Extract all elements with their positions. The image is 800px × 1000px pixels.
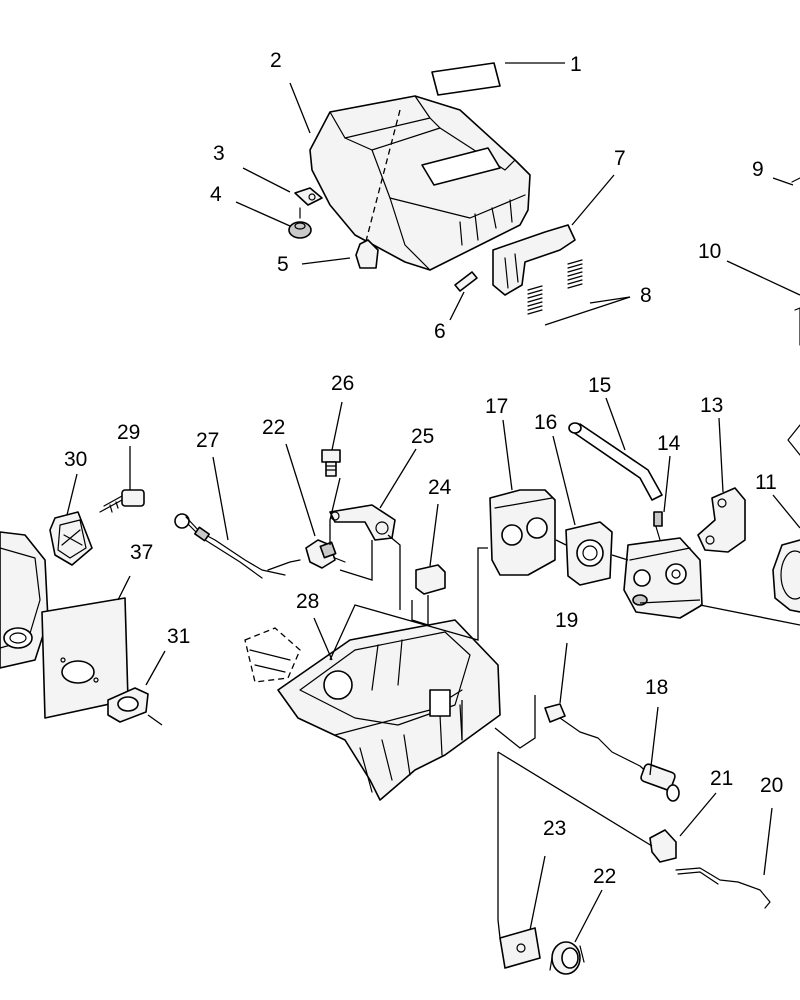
callout-16: 16 bbox=[534, 411, 557, 434]
part-37-exhaust bbox=[0, 531, 49, 669]
part-18-rod bbox=[559, 717, 680, 802]
callout-13: 13 bbox=[700, 394, 723, 417]
callout-23: 23 bbox=[543, 817, 566, 840]
callout-9: 9 bbox=[752, 158, 764, 181]
part-13-fitting bbox=[697, 487, 746, 553]
callout-29: 29 bbox=[117, 421, 140, 444]
part-14-carburetor bbox=[623, 511, 703, 619]
callout-10: 10 bbox=[698, 240, 721, 263]
callout-2: 2 bbox=[270, 49, 282, 72]
part-30-gasket bbox=[49, 511, 93, 566]
part-15-tube bbox=[568, 422, 663, 501]
part-31-gasket bbox=[107, 687, 149, 723]
callout-22a: 22 bbox=[262, 416, 285, 439]
callout-28: 28 bbox=[296, 590, 319, 613]
callout-11: 11 bbox=[755, 471, 777, 494]
part-22-nut bbox=[549, 941, 585, 975]
callout-numbers: 1 2 3 4 5 6 7 8 9 10 26 15 17 16 13 29 2… bbox=[64, 49, 783, 888]
part-37-plate bbox=[41, 597, 129, 719]
part-2-top-cover bbox=[309, 95, 531, 271]
callout-5: 5 bbox=[277, 253, 289, 276]
part-21-clip bbox=[649, 829, 677, 863]
callout-8: 8 bbox=[640, 284, 652, 307]
part-27-cable bbox=[174, 513, 301, 579]
part-8-springs bbox=[527, 259, 583, 315]
callout-4: 4 bbox=[210, 183, 222, 206]
callout-14: 14 bbox=[657, 432, 681, 455]
callout-15: 15 bbox=[588, 374, 611, 397]
part-3-clip bbox=[294, 187, 323, 206]
part-11-filter bbox=[772, 424, 800, 613]
part-22-connector bbox=[305, 539, 346, 569]
part-4-grommet bbox=[288, 207, 312, 239]
part-28-chassis bbox=[244, 619, 501, 801]
part-9-10-edge bbox=[791, 177, 800, 346]
part-1-decal bbox=[431, 62, 501, 96]
callout-18: 18 bbox=[645, 676, 668, 699]
part-17-intake bbox=[489, 489, 556, 576]
callout-19: 19 bbox=[555, 609, 578, 632]
callout-17: 17 bbox=[485, 395, 508, 418]
callout-6: 6 bbox=[434, 320, 446, 343]
callout-1: 1 bbox=[570, 53, 582, 76]
callout-7: 7 bbox=[614, 147, 626, 170]
part-7-bracket bbox=[492, 224, 576, 296]
part-16-gasket bbox=[565, 521, 613, 586]
part-26-bolt bbox=[321, 449, 341, 477]
part-25-bracket bbox=[329, 504, 396, 541]
callout-37: 37 bbox=[130, 541, 153, 564]
callout-22b: 22 bbox=[593, 865, 616, 888]
callout-25: 25 bbox=[411, 425, 434, 448]
part-24-block bbox=[415, 564, 446, 595]
callout-30: 30 bbox=[64, 448, 87, 471]
part-6-pin bbox=[454, 271, 478, 292]
callout-24: 24 bbox=[428, 476, 452, 499]
leader-lines bbox=[66, 62, 800, 943]
part-29-screw bbox=[99, 489, 145, 513]
callout-20: 20 bbox=[760, 774, 783, 797]
callout-31: 31 bbox=[167, 625, 190, 648]
part-20-rod bbox=[675, 867, 771, 909]
callout-21: 21 bbox=[710, 767, 733, 790]
callout-27: 27 bbox=[196, 429, 219, 452]
part-23-plate bbox=[499, 927, 541, 969]
callout-26: 26 bbox=[331, 372, 354, 395]
callout-3: 3 bbox=[213, 142, 225, 165]
part-5-pad bbox=[355, 239, 379, 269]
